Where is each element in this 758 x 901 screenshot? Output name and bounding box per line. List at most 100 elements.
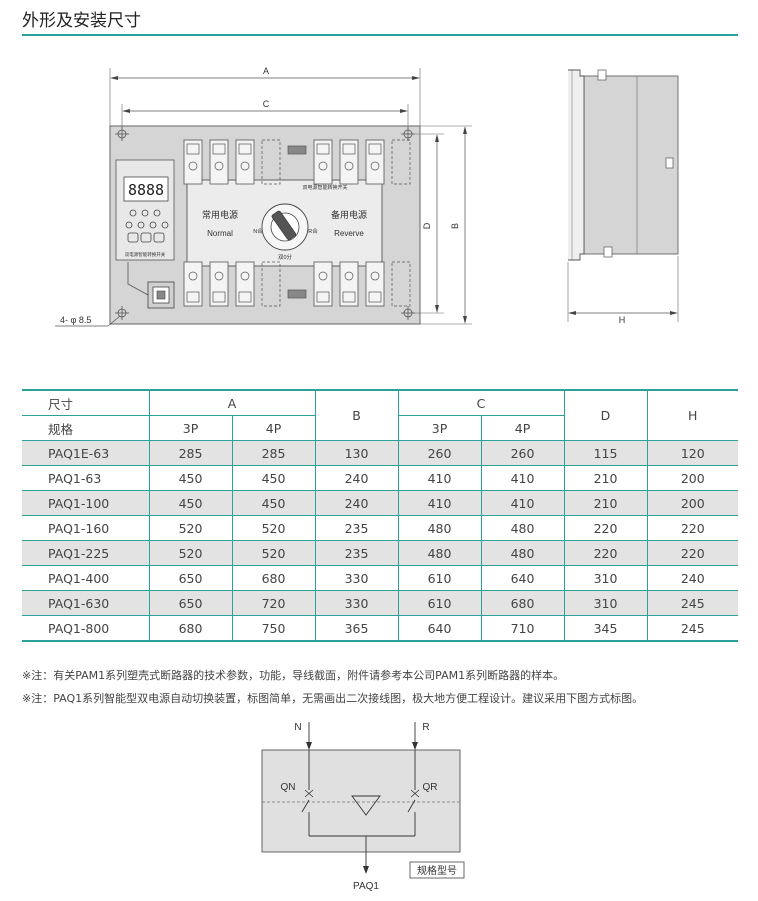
cell-b: 240	[314, 490, 398, 516]
cell-c4: 480	[480, 515, 564, 541]
cell-a4: 520	[231, 540, 315, 566]
table-row: PAQ1-800 680 750 365 640 710 345 245	[22, 615, 738, 642]
cell-c3: 610	[397, 565, 481, 591]
cell-d: 345	[563, 615, 647, 642]
output-label: PAQ1	[353, 881, 379, 892]
top-terminals	[183, 139, 385, 185]
cell-h: 200	[646, 490, 738, 516]
double-off-label: 双0分	[278, 253, 293, 261]
header-size: 尺寸	[22, 390, 149, 416]
cell-a3: 450	[148, 465, 232, 491]
label-qn: QN	[281, 782, 296, 793]
cell-a4: 520	[231, 515, 315, 541]
header-a-4p: 4P	[231, 415, 315, 441]
table-row: PAQ1-63 450 450 240 410 410 210 200	[22, 465, 738, 491]
cell-h: 200	[646, 465, 738, 491]
normal-en: Normal	[207, 229, 233, 238]
controller-display	[123, 176, 169, 202]
header-a: A	[148, 390, 315, 416]
cell-model: PAQ1-225	[22, 540, 149, 566]
cell-c4: 410	[480, 465, 564, 491]
cell-d: 115	[563, 440, 647, 466]
note-2: ※注：PAQ1系列智能型双电源自动切换装置，标图简单，无需画出二次接线图，极大地…	[22, 692, 644, 705]
dim-a-label: A	[263, 66, 269, 76]
cell-b: 240	[314, 465, 398, 491]
front-view: A C D B 4- φ 8.5 8888	[55, 66, 472, 327]
dim-h-label: H	[619, 315, 626, 325]
cell-c4: 680	[480, 590, 564, 616]
cell-b: 130	[314, 440, 398, 466]
bottom-terminals	[183, 261, 385, 307]
header-c-3p: 3P	[397, 415, 481, 441]
cell-c4: 640	[480, 565, 564, 591]
cell-c3: 410	[397, 490, 481, 516]
cell-h: 220	[646, 540, 738, 566]
cell-c3: 480	[397, 540, 481, 566]
dim-b-label: B	[450, 223, 460, 229]
cell-b: 330	[314, 565, 398, 591]
cell-c4: 260	[480, 440, 564, 466]
controller-triangle	[351, 795, 381, 816]
controller-label: 双电源智能转换开关	[125, 251, 166, 258]
cell-model: PAQ1-800	[22, 615, 149, 642]
header-b: B	[314, 390, 398, 441]
cell-h: 245	[646, 615, 738, 642]
cell-a3: 680	[148, 615, 232, 642]
cell-model: PAQ1-160	[22, 515, 149, 541]
cell-a3: 520	[148, 540, 232, 566]
dim-c-label: C	[263, 99, 270, 109]
n-on-label: N合	[253, 227, 263, 235]
rotary-handle	[271, 210, 297, 241]
header-h: H	[646, 390, 738, 441]
table-row: PAQ1E-63 285 285 130 260 260 115 120	[22, 440, 738, 466]
cell-b: 235	[314, 540, 398, 566]
brand-label: 双电源智能转换开关	[302, 184, 347, 191]
table-row: PAQ1-225 520 520 235 480 480 220 220	[22, 540, 738, 566]
notes: ※注：有关PAM1系列塑壳式断路器的技术参数，功能，导线截面，附件请参考本公司P…	[22, 664, 643, 710]
normal-cn: 常用电源	[202, 209, 238, 220]
cell-c4: 710	[480, 615, 564, 642]
cell-a3: 450	[148, 490, 232, 516]
cell-d: 220	[563, 540, 647, 566]
section-title: 外形及安装尺寸	[22, 11, 141, 31]
cell-c3: 610	[397, 590, 481, 616]
cell-d: 310	[563, 565, 647, 591]
dim-d-label: D	[422, 222, 432, 229]
cell-c3: 410	[397, 465, 481, 491]
header-d: D	[563, 390, 647, 441]
header-c-4p: 4P	[480, 415, 564, 441]
r-on-label: R合	[308, 227, 318, 235]
title-divider	[22, 34, 738, 36]
cell-model: PAQ1-630	[22, 590, 149, 616]
cell-a3: 650	[148, 565, 232, 591]
hole-note: 4- φ 8.5	[60, 315, 91, 325]
cell-c4: 480	[480, 540, 564, 566]
header-c: C	[397, 390, 564, 416]
cell-a4: 285	[231, 440, 315, 466]
cell-d: 210	[563, 465, 647, 491]
label-qr: QR	[423, 782, 438, 793]
cell-c3: 480	[397, 515, 481, 541]
cell-model: PAQ1E-63	[22, 440, 149, 466]
cell-a3: 650	[148, 590, 232, 616]
side-view: H	[567, 69, 679, 325]
cell-model: PAQ1-400	[22, 565, 149, 591]
cell-c3: 640	[397, 615, 481, 642]
wiring-schematic: N QN R QR 规格型号 PAQ1	[261, 722, 465, 892]
header-spec: 规格	[22, 415, 149, 441]
cell-a3: 520	[148, 515, 232, 541]
table-row: PAQ1-630 650 720 330 610 680 310 245	[22, 590, 738, 616]
cell-d: 310	[563, 590, 647, 616]
cell-h: 240	[646, 565, 738, 591]
cell-a4: 750	[231, 615, 315, 642]
cell-c3: 260	[397, 440, 481, 466]
cell-model: PAQ1-100	[22, 490, 149, 516]
controller-buttons	[125, 209, 169, 243]
reserve-en: Reverve	[334, 229, 364, 238]
cell-d: 210	[563, 490, 647, 516]
cell-h: 120	[646, 440, 738, 466]
cell-h: 220	[646, 515, 738, 541]
table-row: PAQ1-100 450 450 240 410 410 210 200	[22, 490, 738, 516]
cell-c4: 410	[480, 490, 564, 516]
